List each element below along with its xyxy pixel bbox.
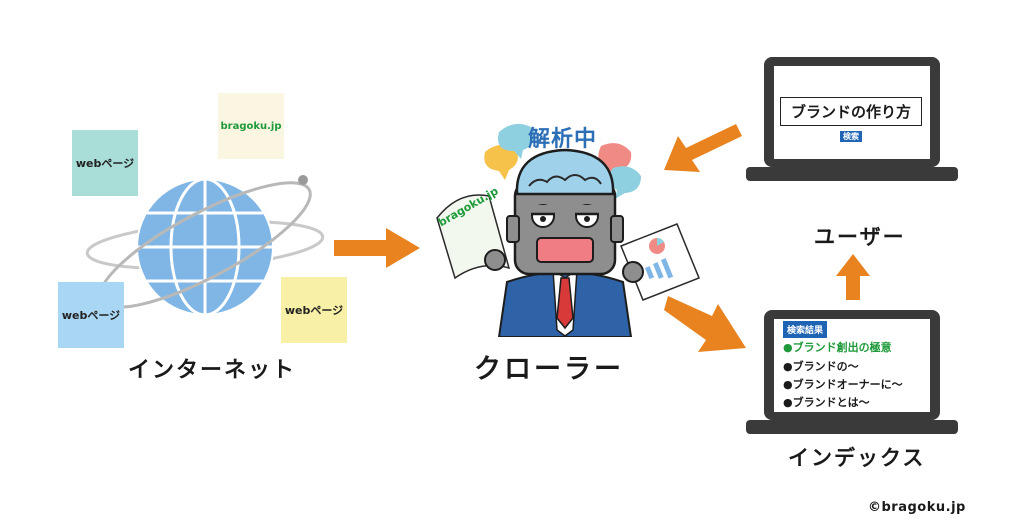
robot-mouth [536, 237, 594, 263]
webpage-note-teal: webページ [72, 130, 138, 196]
search-query-box[interactable]: ブランドの作り方 [780, 97, 922, 126]
result-item-3[interactable]: ●ブランドオーナーに〜 [783, 378, 903, 391]
user-label: ユーザー [814, 225, 906, 249]
webpage-note-yellow: webページ [281, 277, 347, 343]
search-query-text: ブランドの作り方 [790, 103, 911, 121]
result-item-1[interactable]: ●ブランド創出の極意 [783, 341, 892, 354]
results-header-text: 検索結果 [787, 326, 824, 336]
webpage-note-yellow-label: webページ [284, 304, 344, 317]
globe-illustration [85, 175, 325, 317]
result-item-4[interactable]: ●ブランドとは〜 [783, 396, 870, 409]
robot-brain [515, 148, 615, 196]
crawler-label: クローラー [474, 354, 624, 385]
result-item-2[interactable]: ●ブランドの〜 [783, 360, 859, 373]
arrow-up-icon [836, 254, 870, 300]
arrow-user-to-crawler-icon [664, 124, 742, 172]
copyright-text: ©bragoku.jp [868, 500, 966, 515]
crawler-status-text: 解析中 [528, 127, 598, 152]
robot-tie [556, 277, 574, 330]
results-header-badge: 検索結果 [783, 321, 828, 338]
search-button[interactable]: 検索 [840, 131, 862, 142]
site-note-label: bragoku.jp [220, 120, 282, 132]
webpage-note-blue-label: webページ [61, 309, 121, 322]
speech-bubble-icons [484, 123, 641, 199]
index-label: インデックス [788, 446, 926, 470]
webpage-note-blue: webページ [58, 282, 124, 348]
search-button-label: 検索 [843, 132, 859, 141]
internet-label: インターネット [128, 358, 297, 383]
arrow-crawler-to-index-icon [664, 296, 746, 352]
site-note-cream: bragoku.jp [218, 93, 284, 159]
crawler-robot-illustration [436, 123, 700, 337]
webpage-note-teal-label: webページ [75, 157, 135, 170]
arrow-right-icon [334, 228, 420, 268]
orbit-dot [298, 175, 308, 185]
